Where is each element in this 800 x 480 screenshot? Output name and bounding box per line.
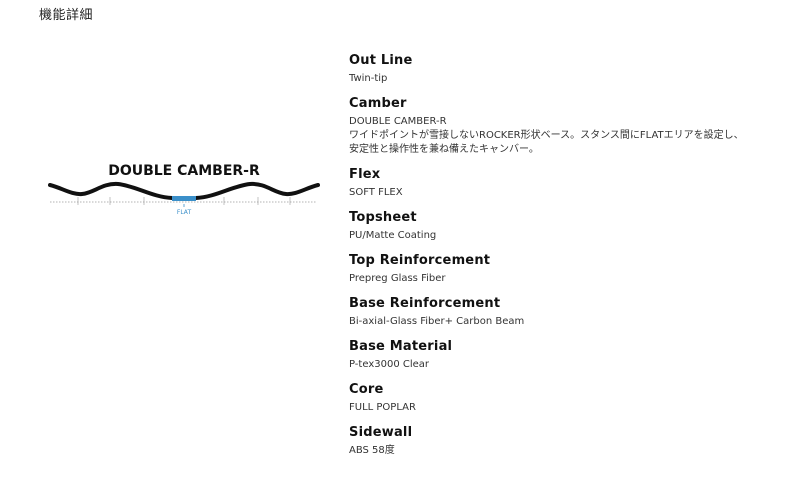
spec-label: Flex [349, 167, 381, 182]
spec-label: Topsheet [349, 210, 417, 225]
spec-item-topsheet: Topsheet PU/Matte Coating [349, 209, 789, 243]
spec-list: Out Line Twin-tip Camber DOUBLE CAMBER-R… [349, 52, 789, 458]
spec-value: FULL POPLAR [349, 402, 416, 413]
spec-value: ABS 58度 [349, 445, 395, 456]
spec-value-description: 安定性と操作性を兼ね備えたキャンバー。 [349, 144, 539, 155]
spec-label: Camber [349, 96, 407, 111]
spec-value: PU/Matte Coating [349, 230, 437, 241]
section-title: 機能詳細 [39, 8, 94, 23]
spec-label: Base Reinforcement [349, 296, 501, 311]
spec-item-sidewall: Sidewall ABS 58度 [349, 424, 789, 458]
camber-profile-figure: DOUBLE CAMBER-R FLAT [48, 155, 320, 217]
spec-value: SOFT FLEX [349, 187, 403, 198]
spec-value: Twin-tip [349, 73, 388, 84]
spec-item-out-line: Out Line Twin-tip [349, 52, 789, 86]
spec-label: Top Reinforcement [349, 253, 491, 268]
camber-curve [48, 181, 320, 200]
spec-item-core: Core FULL POPLAR [349, 381, 789, 415]
spec-label: Core [349, 382, 384, 397]
camber-profile-title: DOUBLE CAMBER-R [108, 163, 260, 179]
flat-label: FLAT [177, 209, 192, 216]
spec-value: DOUBLE CAMBER-R [349, 116, 447, 127]
spec-label: Sidewall [349, 425, 413, 440]
spec-label: Out Line [349, 53, 413, 68]
spec-value-description: ワイドポイントが雪接しないROCKER形状ベース。スタンス間にFLATエリアを設… [349, 130, 744, 141]
spec-item-base-reinforcement: Base Reinforcement Bi-axial-Glass Fiber+… [349, 295, 789, 329]
spec-item-flex: Flex SOFT FLEX [349, 166, 789, 200]
spec-value: Bi-axial-Glass Fiber+ Carbon Beam [349, 316, 525, 327]
spec-item-camber: Camber DOUBLE CAMBER-R ワイドポイントが雪接しないROCK… [349, 95, 789, 157]
camber-profile-diagram: DOUBLE CAMBER-R FLAT [48, 163, 320, 216]
spec-item-top-reinforcement: Top Reinforcement Prepreg Glass Fiber [349, 252, 789, 286]
spec-value: Prepreg Glass Fiber [349, 273, 446, 284]
spec-label: Base Material [349, 339, 453, 354]
flat-zone-marker [172, 196, 196, 201]
spec-value: P-tex3000 Clear [349, 359, 430, 370]
spec-item-base-material: Base Material P-tex3000 Clear [349, 338, 789, 372]
